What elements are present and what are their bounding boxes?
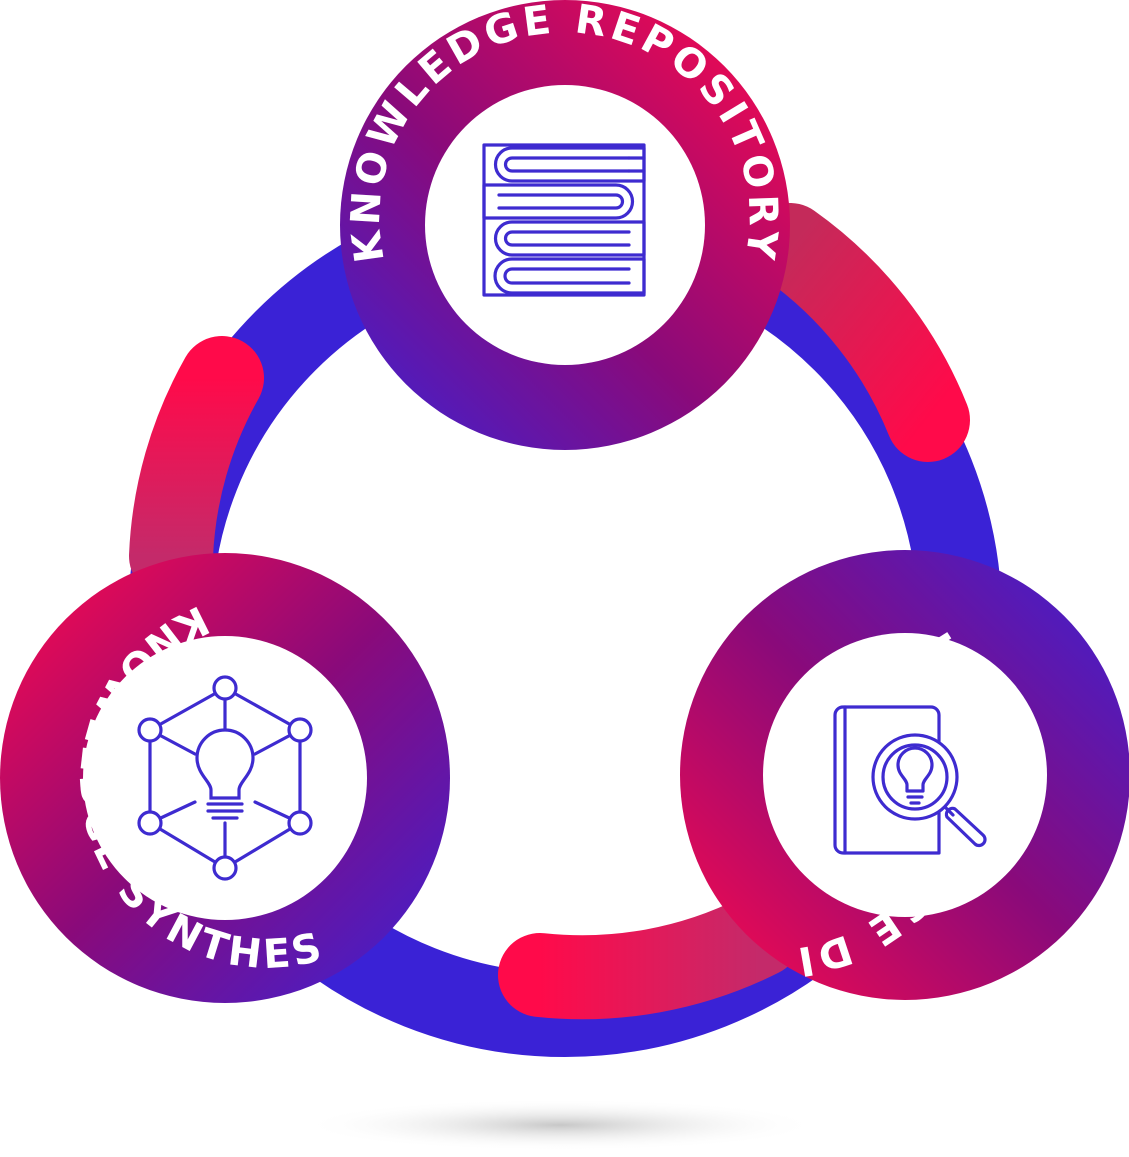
cycle-arc-right (748, 203, 970, 462)
floor-shadow (300, 1099, 820, 1151)
books-stack-icon (482, 143, 646, 297)
cycle-arc-left (129, 336, 264, 598)
book-magnifier-lightbulb-icon (833, 705, 987, 855)
network-lightbulb-icon (137, 675, 313, 881)
cycle-arc-bottom (498, 893, 802, 1020)
node-center (425, 85, 705, 365)
node-knowledge-repository: KNOWLEDGE REPOSITORY (340, 0, 790, 450)
